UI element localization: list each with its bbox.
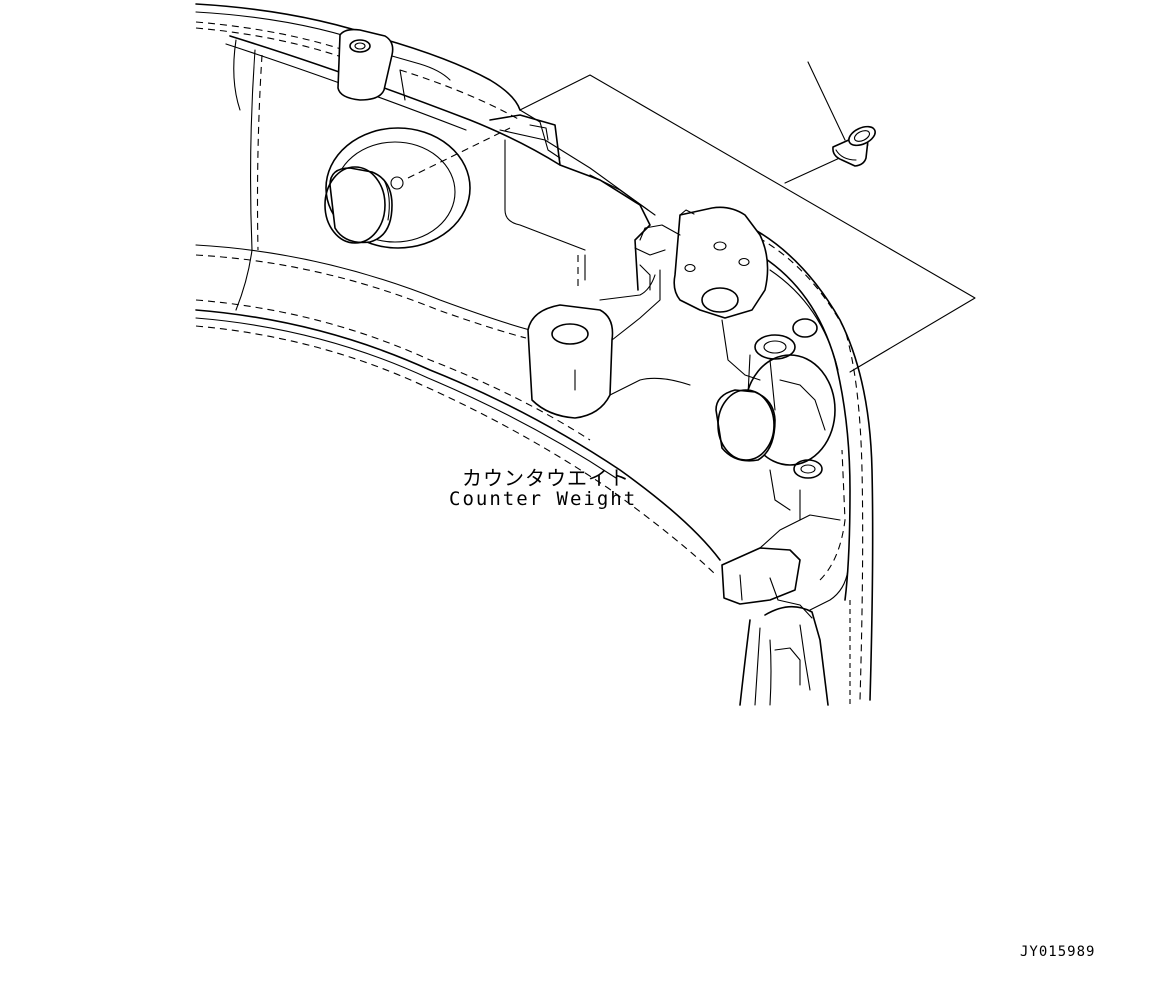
counterweight-body — [195, 3, 874, 706]
pin-bushing-icon — [832, 125, 876, 167]
drawing-code: JY015989 — [1020, 944, 1096, 960]
part-label-japanese: カウンタウエイト — [462, 466, 630, 490]
part-label-english: Counter Weight — [449, 488, 638, 510]
